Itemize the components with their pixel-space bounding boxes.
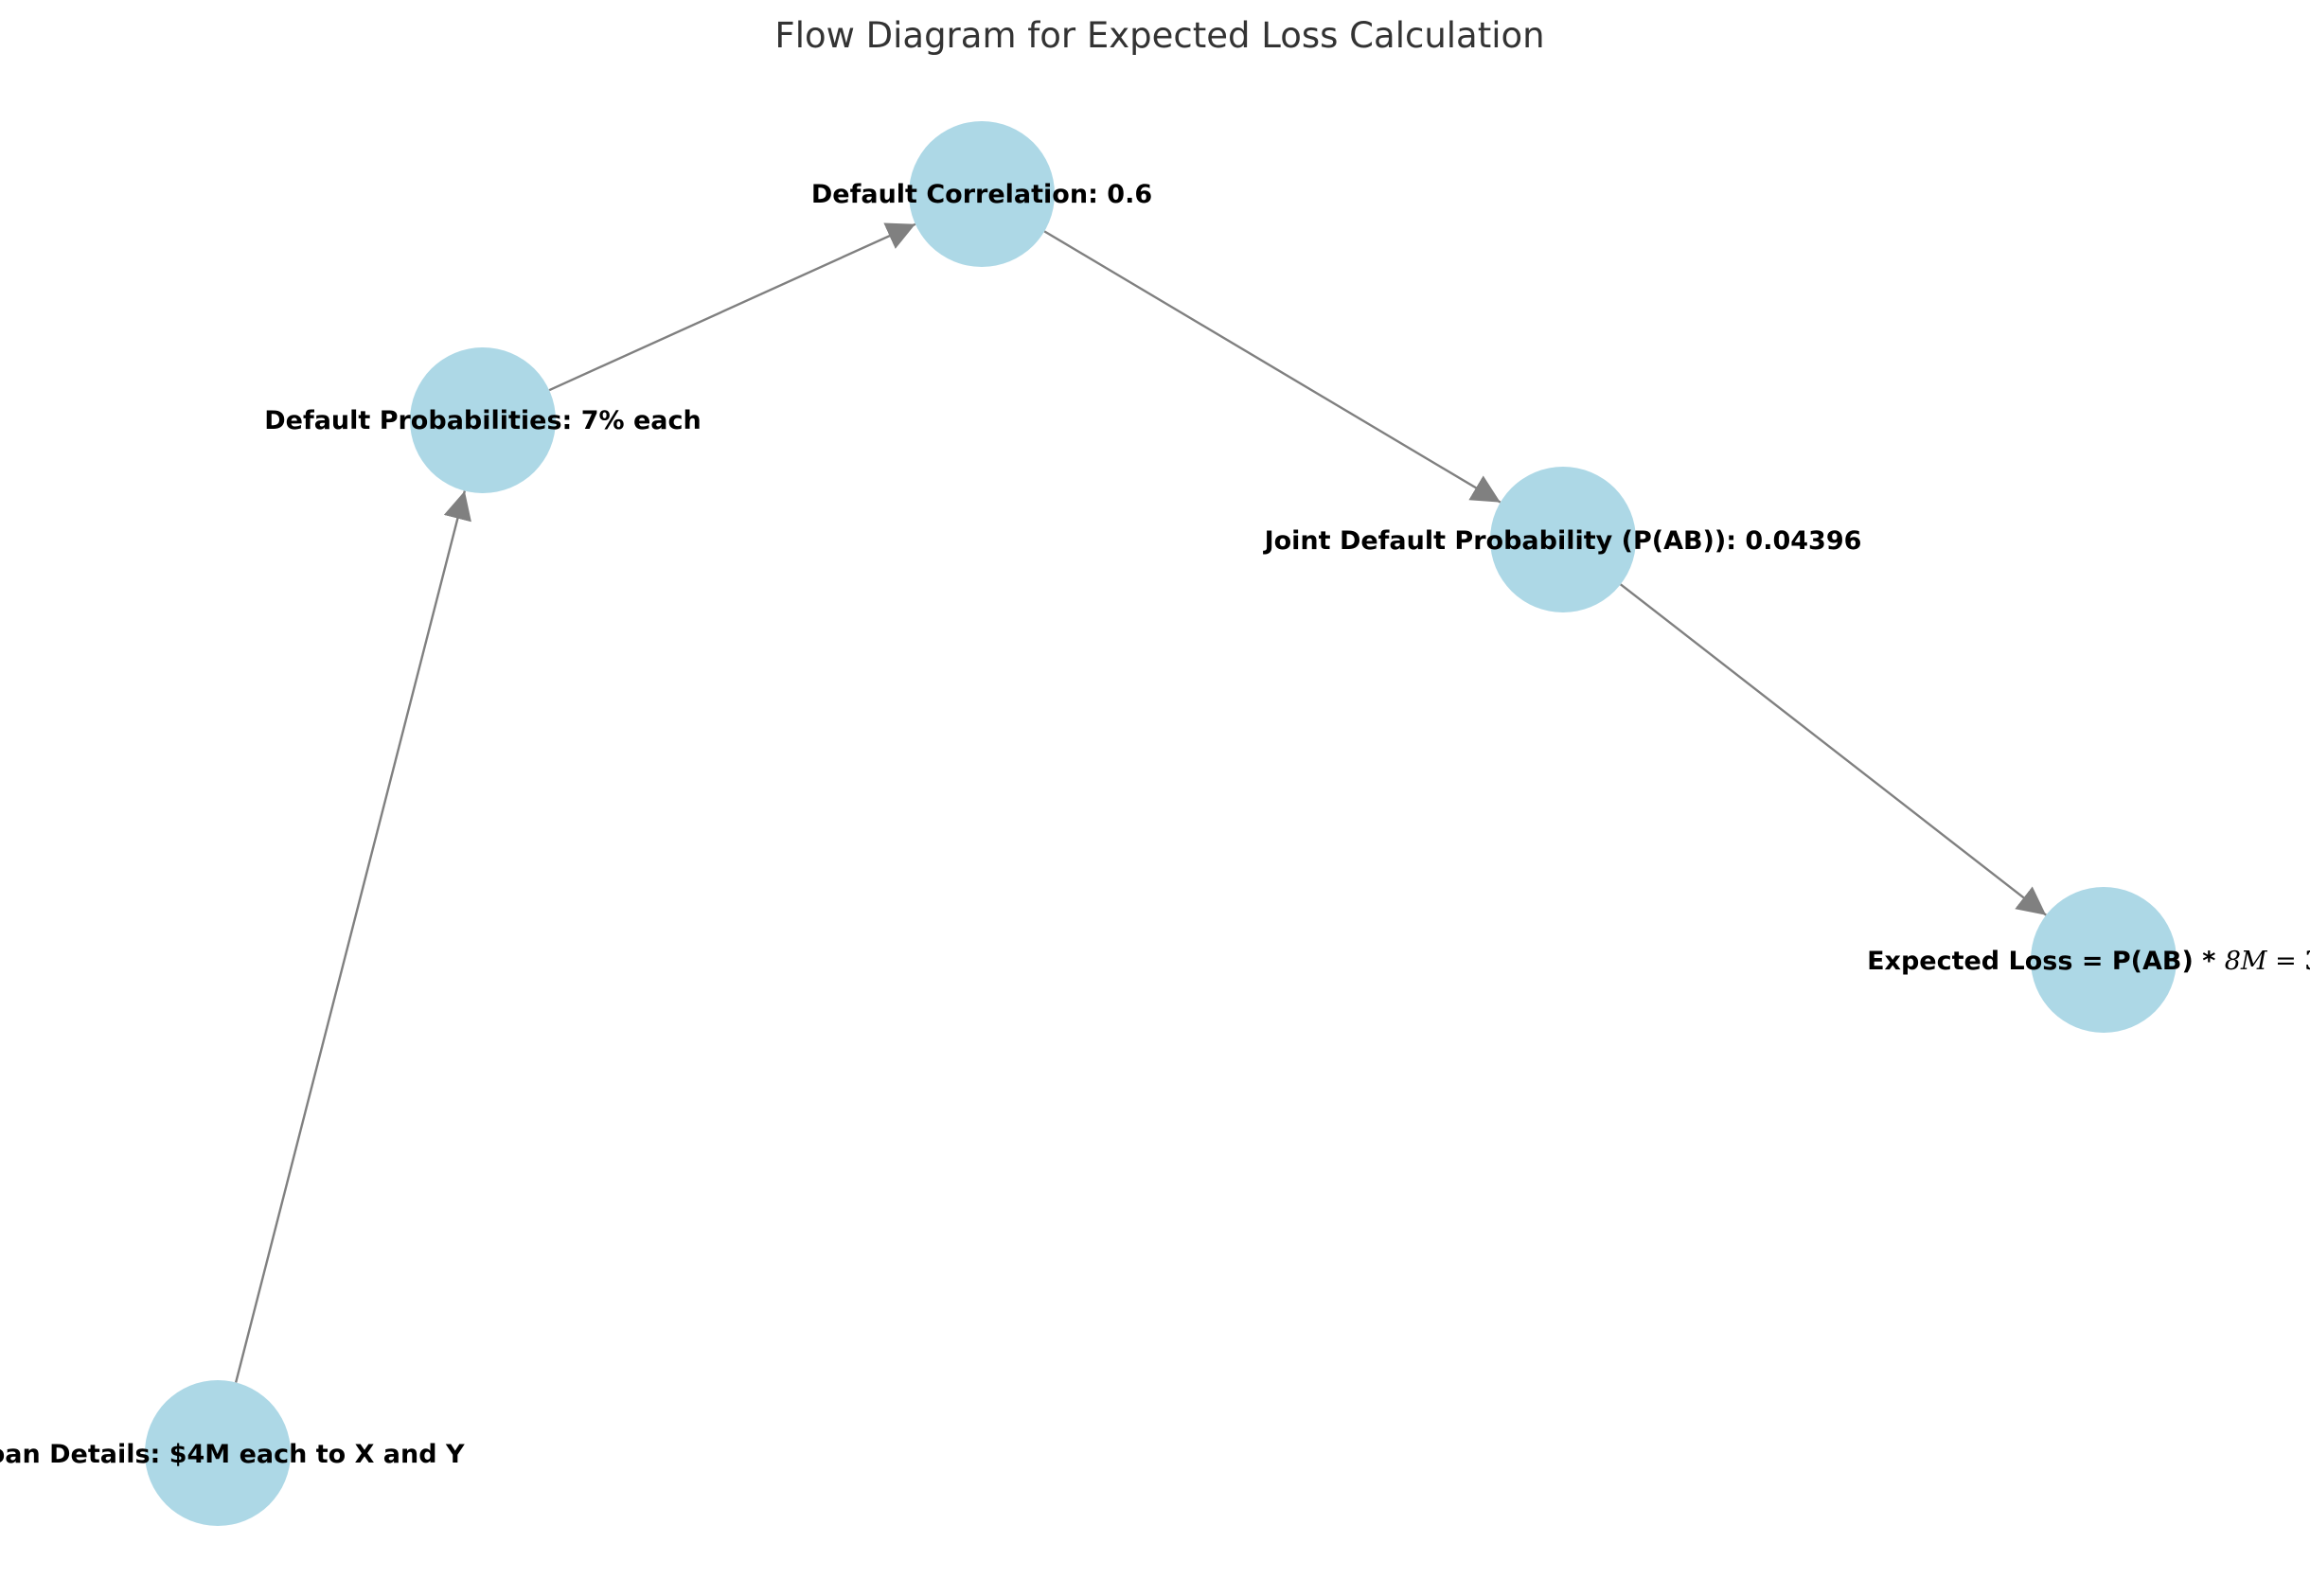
loss-label-eq: = — [2267, 947, 2305, 976]
diagram-title: Flow Diagram for Expected Loss Calculati… — [774, 15, 1544, 56]
nodes-layer — [145, 121, 2177, 1526]
node-label-joint: Joint Default Probability (P(AB)): 0.043… — [1263, 526, 1862, 556]
loss-label-math: 8M — [2225, 947, 2268, 976]
edge-joint-to-loss — [1620, 583, 2047, 916]
node-corr — [909, 121, 1055, 267]
node-joint — [1490, 467, 1636, 612]
loss-label-result: 35 — [2304, 947, 2310, 976]
node-loss — [2031, 887, 2177, 1033]
node-label-loss: Expected Loss = P(AB) * 8M = 35 — [1867, 947, 2310, 976]
edges-layer — [234, 222, 2047, 1383]
node-label-probs: Default Probabilities: 7% each — [264, 406, 702, 435]
edge-probs-to-corr — [548, 222, 916, 392]
node-label-loan: Loan Details: $4M each to X and Y — [0, 1440, 465, 1469]
node-probs — [410, 347, 556, 493]
labels-layer: Loan Details: $4M each to X and Y Defaul… — [0, 180, 2310, 1469]
loss-label-prefix: Expected Loss = P(AB) * — [1867, 947, 2225, 976]
node-loan — [145, 1380, 291, 1526]
edge-loan-to-probs — [234, 490, 471, 1383]
node-label-corr: Default Correlation: 0.6 — [811, 180, 1152, 209]
edge-corr-to-joint — [1043, 230, 1502, 504]
